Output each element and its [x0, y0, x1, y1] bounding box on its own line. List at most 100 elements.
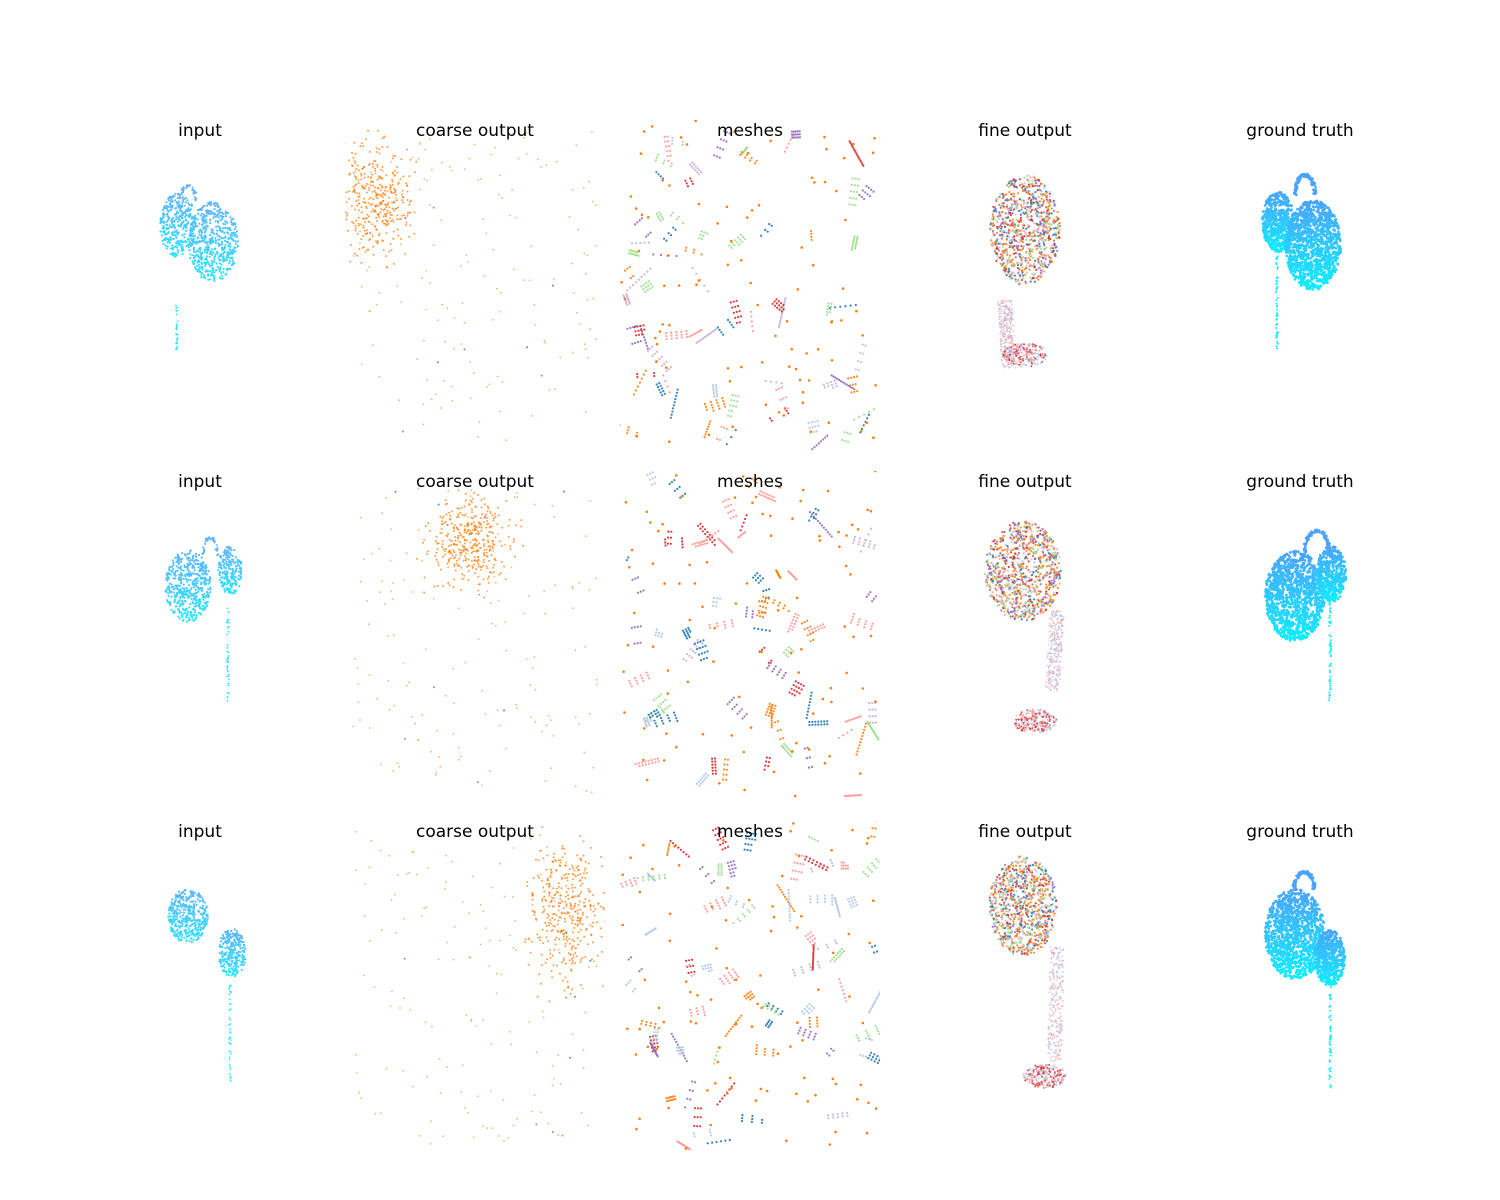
point-mark: [1000, 310, 1003, 313]
point-mark: [543, 340, 546, 342]
point-mark: [351, 151, 353, 154]
point-mark: [1031, 348, 1034, 351]
point-mark: [663, 392, 666, 395]
point-mark: [813, 181, 816, 184]
point-mark: [517, 157, 520, 160]
point-mark: [1036, 363, 1038, 366]
point-mark: [855, 375, 859, 378]
point-mark: [1013, 351, 1016, 354]
point-mark: [819, 440, 822, 443]
point-mark: [374, 204, 376, 207]
point-mark: [826, 310, 829, 313]
point-mark: [740, 151, 743, 154]
point-mark: [1016, 203, 1019, 206]
point-mark: [695, 341, 698, 344]
point-mark: [1056, 211, 1059, 214]
point-mark: [1321, 281, 1325, 284]
point-mark: [749, 281, 752, 285]
point-mark: [185, 225, 188, 228]
point-mark: [826, 308, 829, 311]
point-mark: [207, 273, 210, 276]
point-mark: [208, 270, 211, 273]
point-mark: [1293, 233, 1296, 237]
panel-title: fine output: [978, 121, 1072, 141]
point-mark: [785, 320, 789, 323]
point-mark: [675, 334, 678, 337]
point-mark: [387, 223, 390, 225]
point-mark: [640, 217, 643, 220]
point-mark: [1016, 228, 1019, 232]
point-mark: [183, 197, 186, 201]
point-mark: [1042, 257, 1045, 260]
point-mark: [1301, 264, 1305, 268]
point-mark: [353, 160, 356, 163]
point-mark: [860, 161, 863, 164]
point-mark: [668, 144, 671, 148]
point-mark: [400, 214, 403, 217]
point-mark: [1018, 360, 1020, 363]
point-mark: [1323, 211, 1327, 215]
point-mark: [376, 197, 379, 200]
point-mark: [1007, 182, 1010, 185]
point-mark: [1273, 215, 1277, 219]
point-mark: [809, 430, 812, 434]
point-mark: [208, 255, 211, 258]
point-mark: [423, 339, 425, 342]
point-mark: [361, 167, 364, 170]
point-mark: [791, 136, 794, 139]
point-mark: [636, 221, 639, 224]
point-mark: [779, 319, 782, 322]
point-mark: [1025, 235, 1028, 238]
point-mark: [1000, 316, 1002, 318]
point-mark: [1057, 232, 1060, 235]
point-mark: [750, 315, 753, 318]
point-mark: [1025, 356, 1028, 359]
point-mark: [354, 229, 357, 232]
point-mark: [1047, 201, 1050, 204]
point-mark: [796, 288, 800, 291]
point-mark: [345, 218, 348, 221]
point-mark: [161, 239, 164, 243]
point-mark: [219, 214, 222, 217]
point-mark: [212, 268, 215, 271]
point-mark: [850, 183, 853, 186]
point-mark: [367, 183, 369, 186]
point-mark: [211, 262, 214, 265]
point-mark: [695, 283, 698, 286]
point-mark: [1305, 226, 1309, 230]
point-mark: [636, 376, 639, 379]
point-mark: [356, 254, 359, 257]
point-mark: [1053, 204, 1056, 207]
point-mark: [1283, 195, 1287, 199]
point-mark: [1272, 194, 1276, 197]
point-mark: [1019, 262, 1022, 265]
point-mark: [1032, 229, 1035, 232]
point-mark: [365, 217, 368, 220]
point-mark: [544, 341, 547, 344]
point-mark: [738, 243, 741, 246]
point-mark: [498, 193, 500, 196]
point-mark: [1024, 187, 1027, 190]
point-mark: [858, 157, 861, 160]
point-mark: [589, 328, 591, 331]
point-mark: [1012, 208, 1015, 211]
point-mark: [827, 421, 831, 424]
point-mark: [861, 343, 864, 346]
point-mark: [1277, 218, 1280, 222]
point-mark: [188, 184, 190, 187]
point-mark: [384, 189, 386, 192]
point-mark: [1015, 207, 1018, 210]
point-mark: [628, 265, 631, 268]
point-mark: [187, 238, 190, 241]
point-mark: [816, 420, 819, 423]
point-mark: [214, 237, 217, 240]
point-mark: [198, 247, 201, 250]
point-mark: [222, 260, 225, 263]
point-mark: [705, 408, 708, 411]
point-mark: [204, 246, 208, 249]
point-mark: [358, 248, 361, 250]
point-mark: [200, 275, 203, 279]
point-mark: [665, 366, 668, 369]
point-mark: [555, 160, 558, 163]
